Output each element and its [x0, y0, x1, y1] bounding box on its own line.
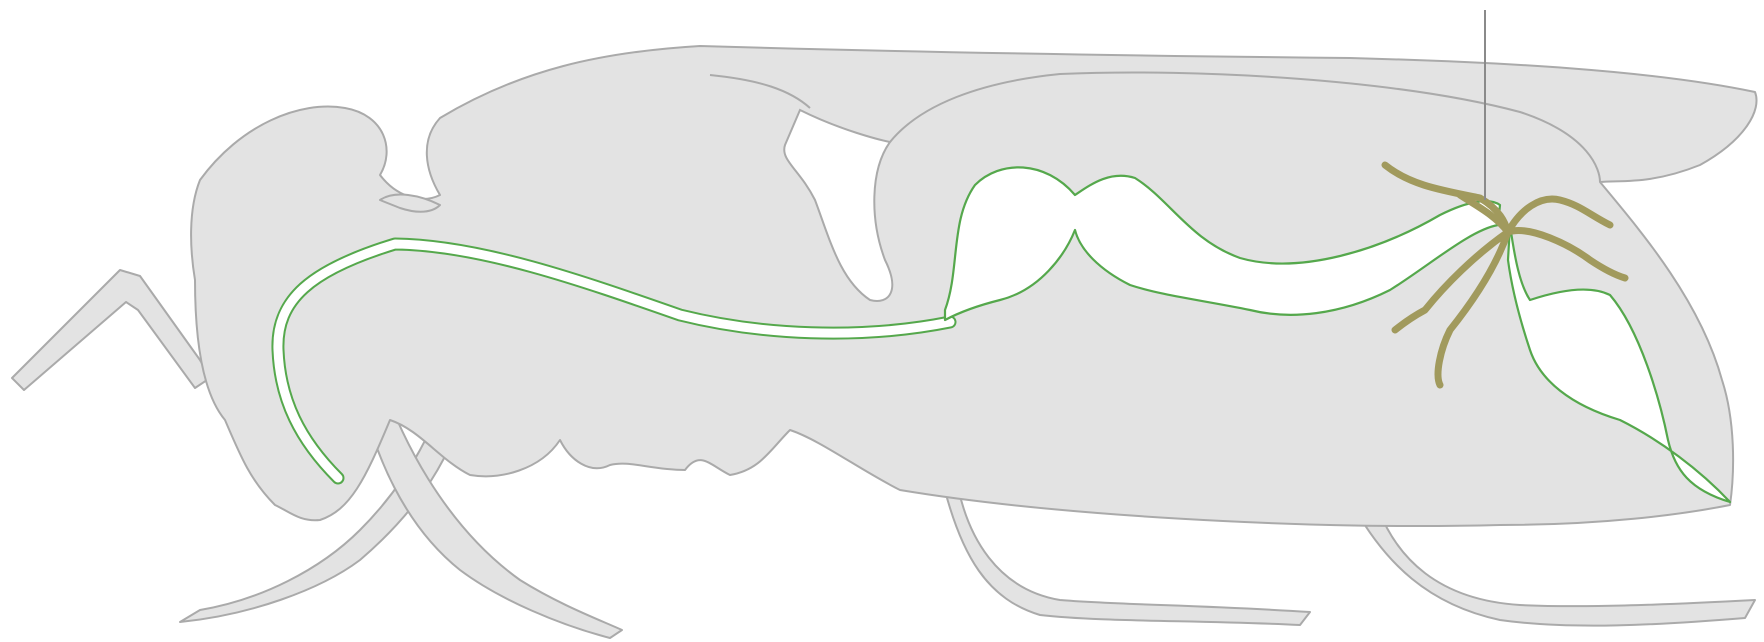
tracheae: [1381, 161, 1629, 389]
middle-leg: [939, 469, 1311, 626]
wing-base-cutout: [783, 108, 894, 302]
crop-midgut: [943, 166, 1502, 322]
front-leg-left: [11, 269, 211, 391]
oesophagus: [271, 237, 957, 485]
front-leg-crossing-front: [354, 339, 623, 639]
head-notch: [379, 193, 441, 213]
thorax-outline: [709, 74, 811, 109]
wing-outline: [889, 71, 1601, 183]
rear-legs: [939, 469, 1756, 627]
rectum: [1506, 223, 1732, 504]
hind-leg: [1349, 499, 1756, 627]
front-legs: [11, 269, 623, 639]
